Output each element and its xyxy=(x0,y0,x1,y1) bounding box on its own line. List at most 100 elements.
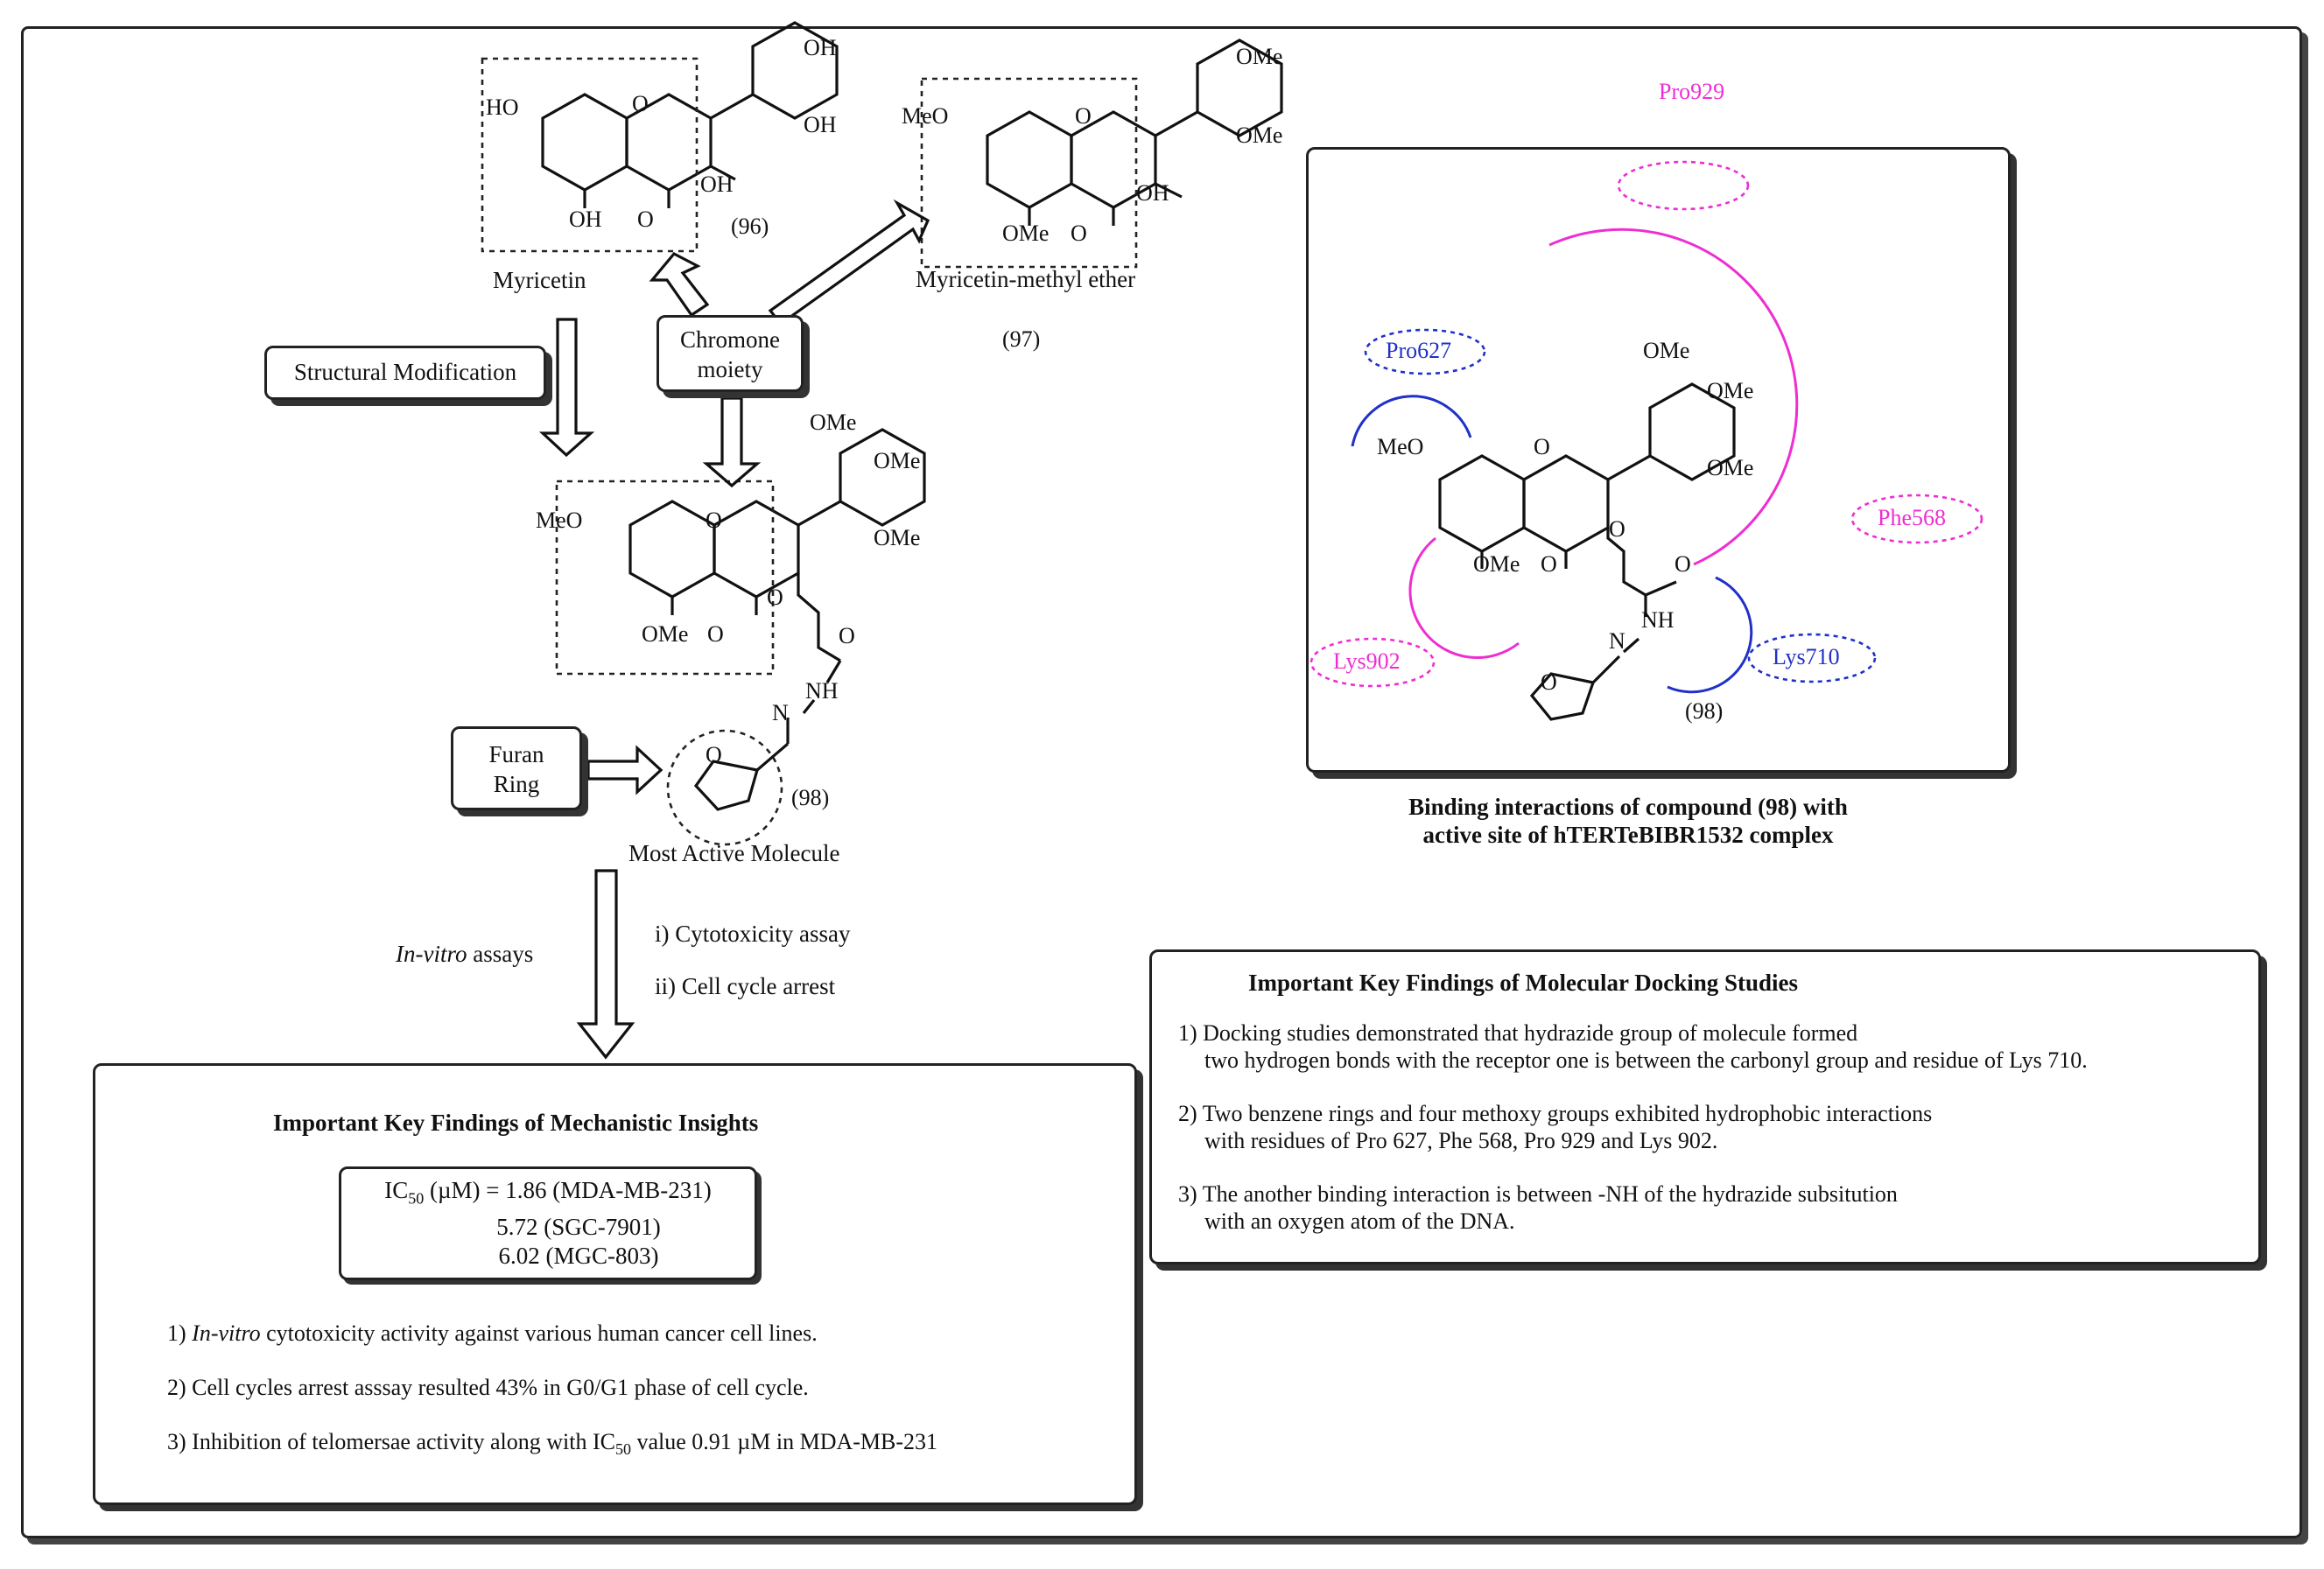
mechanistic-findings-title: Important Key Findings of Mechanistic In… xyxy=(273,1110,759,1136)
chromone-highlight-96 xyxy=(481,57,699,253)
atom-o-98-ether: O xyxy=(767,585,783,610)
dock-atom-o-furan: O xyxy=(1541,669,1557,695)
most-active-label: Most Active Molecule xyxy=(628,840,840,866)
atom-o-98-furan: O xyxy=(706,742,722,767)
mechanistic-findings-box: Important Key Findings of Mechanistic In… xyxy=(93,1063,1137,1505)
ellipse-pro627 xyxy=(1364,328,1486,375)
atom-o-98-amide: O xyxy=(839,623,855,648)
mech-item1-rest: cytotoxicity activity against various hu… xyxy=(260,1320,818,1346)
arrow-furan-to-ring xyxy=(586,745,663,795)
ic50-line2: 5.72 (SGC-7901) xyxy=(496,1214,661,1241)
mech-item1-italic: In-vitro xyxy=(192,1320,261,1346)
atom-o-96-ring: O xyxy=(632,91,649,116)
dock-atom-o-amide: O xyxy=(1675,551,1691,577)
atom-ome-97-a: OMe xyxy=(1236,44,1283,69)
dock-compound-number: (98) xyxy=(1685,698,1724,724)
atom-n-98: N xyxy=(772,700,789,725)
docking-finding-1-line2: two hydrogen bonds with the receptor one… xyxy=(1204,1047,2088,1073)
compound97-number: (97) xyxy=(1002,326,1041,352)
invitro-italic: In-vitro xyxy=(396,941,467,967)
mech-item3-pre: 3) Inhibition of telomersae activity alo… xyxy=(167,1429,615,1454)
atom-oh-96-a: OH xyxy=(804,35,837,60)
myricetin-structure xyxy=(541,21,839,208)
ic50-sub: 50 xyxy=(408,1189,425,1208)
compound98-number: (98) xyxy=(791,785,830,810)
arrow-chromone-down xyxy=(702,396,762,488)
arc-pro929-phe568 xyxy=(1548,228,1799,566)
docking-finding-3-line1: 3) The another binding interaction is be… xyxy=(1178,1181,1898,1207)
ic50-line1: IC50 (µM) = 1.86 (MDA-MB-231) xyxy=(341,1176,755,1213)
furan-line2: Ring xyxy=(493,771,540,797)
mech-item3-post: value 0.91 µM in MDA-MB-231 xyxy=(630,1429,938,1454)
myricetin-methyl-ether-structure xyxy=(986,39,1283,226)
docking-caption-line1: Binding interactions of compound (98) wi… xyxy=(1408,794,1848,820)
residue-lys710: Lys710 xyxy=(1773,644,1840,669)
structural-modification-box: Structural Modification xyxy=(264,346,546,400)
chromone-line1: Chromone xyxy=(680,326,780,353)
docking-finding-1-line1: 1) Docking studies demonstrated that hyd… xyxy=(1178,1020,1858,1046)
ic50-prefix: IC xyxy=(384,1177,409,1203)
dock-atom-ome-c: OMe xyxy=(1707,455,1754,480)
invitro-assays-label: In-vitro assays xyxy=(396,941,533,968)
ellipse-phe568 xyxy=(1850,494,1983,544)
atom-ho-96: HO xyxy=(486,95,519,120)
compound97-label: Myricetin-methyl ether xyxy=(916,266,1136,292)
docking-caption: Binding interactions of compound (98) wi… xyxy=(1313,793,1943,849)
atom-o-97-ring: O xyxy=(1075,103,1092,129)
atom-meo-97: MeO xyxy=(902,103,949,129)
invitro-rest: assays xyxy=(467,941,534,967)
mech-item1-num: 1) xyxy=(167,1320,193,1346)
arc-pro627 xyxy=(1351,395,1472,447)
atom-ome-98-d: OMe xyxy=(642,621,689,647)
atom-o-96-carbonyl: O xyxy=(637,207,654,232)
dock-atom-o-ether: O xyxy=(1609,516,1625,542)
furan-highlight-circle xyxy=(666,729,783,846)
dock-atom-o-carbonyl: O xyxy=(1541,551,1557,577)
furan-ring-box: Furan Ring xyxy=(451,726,582,810)
docking-finding-2-line1: 2) Two benzene rings and four methoxy gr… xyxy=(1178,1101,1933,1126)
atom-oh-96-b: OH xyxy=(804,112,837,137)
residue-lys902: Lys902 xyxy=(1333,648,1401,674)
chromone-highlight-97 xyxy=(920,77,1138,269)
assay-item-2: ii) Cell cycle arrest xyxy=(655,973,836,999)
dock-atom-ome-b: OMe xyxy=(1707,378,1754,403)
dock-atom-nh: NH xyxy=(1641,607,1675,633)
arrow-invitro-down xyxy=(576,869,635,1060)
assay-item-1: i) Cytotoxicity assay xyxy=(655,921,851,947)
chromone-highlight-98 xyxy=(555,480,775,676)
docking-compound98-structure xyxy=(1438,382,1736,721)
ellipse-pro929 xyxy=(1617,160,1750,211)
atom-ome-97-c: OMe xyxy=(1002,221,1050,246)
docking-findings-box: Important Key Findings of Molecular Dock… xyxy=(1149,949,2261,1264)
docking-finding-3: 3) The another binding interaction is be… xyxy=(1178,1180,2258,1235)
furan-line1: Furan xyxy=(488,741,544,767)
atom-meo-98: MeO xyxy=(536,508,583,533)
atom-oh-96-c: OH xyxy=(700,172,734,197)
ic50-line3: 6.02 (MGC-803) xyxy=(498,1243,659,1270)
atom-ome-97-b: OMe xyxy=(1236,123,1283,148)
myricetin-label: Myricetin xyxy=(493,267,586,293)
atom-nh-98: NH xyxy=(805,678,839,704)
atom-oh-97: OH xyxy=(1136,180,1169,206)
docking-finding-2-line2: with residues of Pro 627, Phe 568, Pro 9… xyxy=(1204,1128,1718,1153)
ic50-line1-rest: (µM) = 1.86 (MDA-MB-231) xyxy=(424,1177,712,1203)
mechanistic-finding-3: 3) Inhibition of telomersae activity alo… xyxy=(167,1428,937,1463)
arc-lys902 xyxy=(1408,536,1520,660)
docking-caption-line2: active site of hTERTeBIBR1532 complex xyxy=(1422,822,1834,848)
mech-item3-sub: 50 xyxy=(614,1440,631,1459)
dock-atom-n: N xyxy=(1609,628,1625,654)
atom-o-97-carbonyl: O xyxy=(1071,221,1087,246)
arrow-chromone-to-96 xyxy=(649,251,710,318)
atom-ome-98-a: OMe xyxy=(810,410,857,435)
residue-pro627: Pro627 xyxy=(1386,338,1452,363)
compound98-structure xyxy=(628,428,926,811)
atom-oh-96-d: OH xyxy=(569,207,602,232)
dock-atom-meo: MeO xyxy=(1377,434,1424,459)
outer-frame xyxy=(21,26,2302,1538)
compound96-number: (96) xyxy=(731,214,769,239)
ic50-values-box: IC50 (µM) = 1.86 (MDA-MB-231) 5.72 (SGC-… xyxy=(339,1166,757,1280)
atom-o-98-ring: O xyxy=(706,508,722,533)
atom-ome-98-c: OMe xyxy=(874,525,921,550)
dock-atom-ome-d: OMe xyxy=(1473,551,1520,577)
